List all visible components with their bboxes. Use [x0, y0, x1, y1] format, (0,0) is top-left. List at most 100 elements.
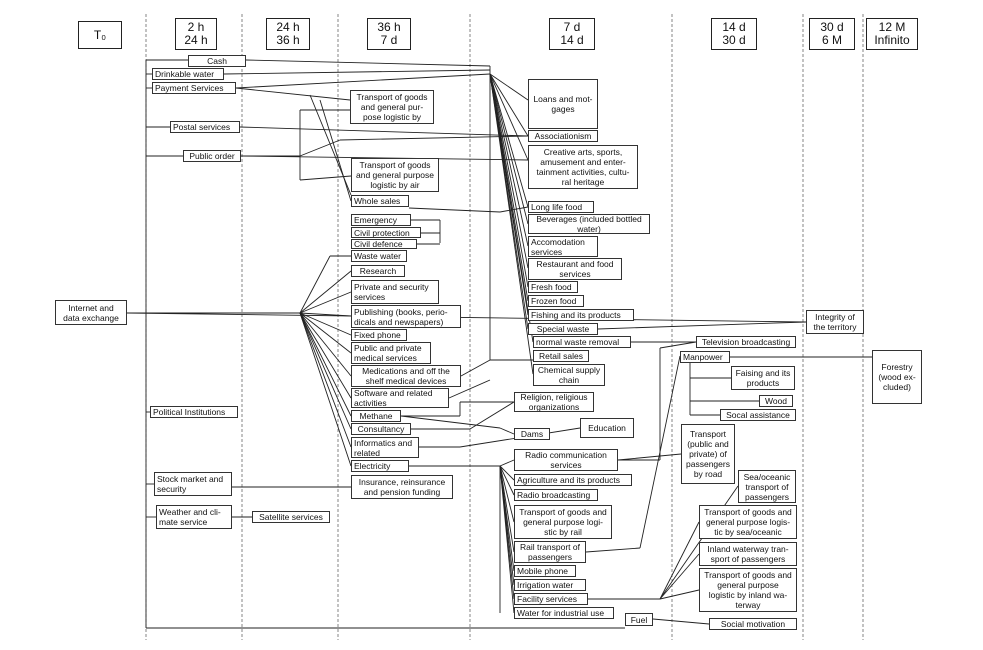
- node-religion: Religion, religious organizations: [514, 392, 594, 412]
- column-header-14d: 14 d 30 d: [711, 18, 757, 50]
- column-header-24h: 24 h 36 h: [266, 18, 310, 50]
- node-civil-defence: Civil defence: [351, 239, 417, 249]
- connector-line: [299, 312, 352, 336]
- node-electricity: Electricity: [351, 460, 409, 472]
- node-emergency: Emergency: [351, 214, 411, 226]
- node-normal-waste: normal waste removal: [533, 336, 631, 348]
- node-forestry: Forestry (wood ex- cluded): [872, 350, 922, 404]
- connector-line: [499, 427, 515, 435]
- node-public-order: Public order: [183, 150, 241, 162]
- column-header-12m: 12 M Infinito: [866, 18, 918, 50]
- node-accomodation: Accomodation services: [528, 236, 598, 257]
- connector-line: [489, 73, 529, 225]
- connector-line: [299, 270, 352, 314]
- node-sea-passengers: Sea/oceanic transport of passengers: [738, 470, 796, 503]
- connector-line: [639, 355, 681, 549]
- connector-line: [299, 175, 352, 181]
- node-mobile-phone: Mobile phone: [514, 565, 576, 577]
- connector-line: [499, 465, 515, 614]
- node-political-institutions: Political Institutions: [150, 406, 238, 418]
- connector-line: [489, 73, 529, 101]
- connector-line: [460, 359, 491, 377]
- connector-line: [469, 401, 515, 430]
- connector-line: [239, 126, 529, 137]
- node-waste-water: Waste water: [351, 250, 407, 262]
- node-methane: Methane: [351, 410, 401, 422]
- node-civil-protection: Civil protection: [351, 227, 421, 238]
- node-radio-broadcasting: Radio broadcasting: [514, 489, 598, 501]
- node-stock-market: Stock market and security: [154, 472, 232, 496]
- node-transport-rail: Transport of goods and general purpose l…: [514, 505, 612, 539]
- node-fuel: Fuel: [625, 613, 653, 626]
- connector-line: [597, 321, 807, 330]
- column-header-t0: T₀: [78, 21, 122, 49]
- connector-line: [319, 99, 352, 202]
- node-television: Television broadcasting: [696, 336, 796, 348]
- connector-line: [499, 465, 515, 481]
- node-transport-inland: Transport of goods and general purpose l…: [699, 568, 797, 612]
- node-social-motivation: Social motivation: [709, 618, 797, 630]
- node-frozen-food: Frozen food: [528, 295, 584, 307]
- connector-line: [659, 341, 697, 349]
- connector-line: [235, 87, 351, 101]
- connector-line: [223, 69, 491, 75]
- connector-line: [299, 312, 352, 467]
- node-facility-services: Facility services: [514, 593, 588, 605]
- connector-line: [489, 73, 534, 375]
- connector-line: [499, 465, 515, 523]
- node-medical-services: Public and private medical services: [351, 342, 431, 364]
- column-header-7d: 7 d 14 d: [549, 18, 595, 50]
- node-education: Education: [580, 418, 634, 438]
- node-integrity-territory: Integrity of the territory: [806, 310, 864, 334]
- connector-line: [499, 206, 529, 213]
- node-publishing: Publishing (books, perio- dicals and new…: [351, 305, 461, 328]
- connector-line: [299, 312, 352, 377]
- node-weather-climate: Weather and cli- mate service: [156, 505, 232, 529]
- node-water-industrial: Water for industrial use: [514, 607, 614, 619]
- node-fresh-food: Fresh food: [528, 281, 578, 293]
- node-software: Software and related activities: [351, 388, 449, 408]
- node-creative-arts: Creative arts, sports, amusement and ent…: [528, 145, 638, 189]
- node-payment-services: Payment Services: [152, 82, 236, 94]
- connector-line: [126, 312, 807, 323]
- connector-line: [339, 135, 529, 141]
- connector-line: [299, 312, 352, 417]
- node-transport-road: Transport (public and private) of passen…: [681, 424, 735, 484]
- node-consultancy: Consultancy: [351, 423, 411, 435]
- node-cash: Cash: [188, 55, 246, 67]
- connector-line: [299, 312, 352, 448]
- node-informatics: Informatics and related: [351, 437, 419, 458]
- connector-line: [489, 73, 534, 343]
- node-wood: Wood: [759, 395, 793, 407]
- node-long-life-food: Long life food: [528, 201, 594, 213]
- column-header-36h: 36 h 7 d: [367, 18, 411, 50]
- connector-line: [659, 589, 700, 600]
- connector-line: [659, 553, 700, 600]
- node-transport-goods-36h: Transport of goods and general pur- pose…: [350, 90, 434, 124]
- column-header-2h: 2 h 24 h: [175, 18, 217, 50]
- node-transport-sea: Transport of goods and general purpose l…: [699, 505, 797, 539]
- connector-line: [235, 73, 491, 89]
- connector-line: [448, 379, 491, 399]
- node-drinkable-water: Drinkable water: [152, 68, 224, 80]
- node-manpower: Manpower: [680, 351, 730, 363]
- node-associationism: Associationism: [528, 130, 598, 142]
- node-agriculture: Agriculture and its products: [514, 474, 632, 486]
- node-whole-sales: Whole sales: [351, 195, 409, 207]
- connector-line: [408, 207, 501, 213]
- node-fixed-phone: Fixed phone: [351, 329, 407, 341]
- connector-line: [299, 291, 352, 314]
- node-beverages: Beverages (included bottled water): [528, 214, 650, 234]
- node-irrigation-water: Irrigation water: [514, 579, 586, 591]
- connector-line: [585, 547, 641, 553]
- connector-line: [299, 312, 352, 354]
- node-fishing: Fishing and its products: [528, 309, 634, 321]
- node-internet: Internet and data exchange: [55, 300, 127, 325]
- node-restaurant: Restaurant and food services: [528, 258, 622, 280]
- node-radio-communication: Radio communication services: [514, 449, 618, 471]
- node-medications: Medications and off the shelf medical de…: [351, 365, 461, 387]
- node-retail-sales: Retail sales: [533, 350, 589, 362]
- node-private-security: Private and security services: [351, 280, 439, 304]
- connector-line: [245, 59, 491, 67]
